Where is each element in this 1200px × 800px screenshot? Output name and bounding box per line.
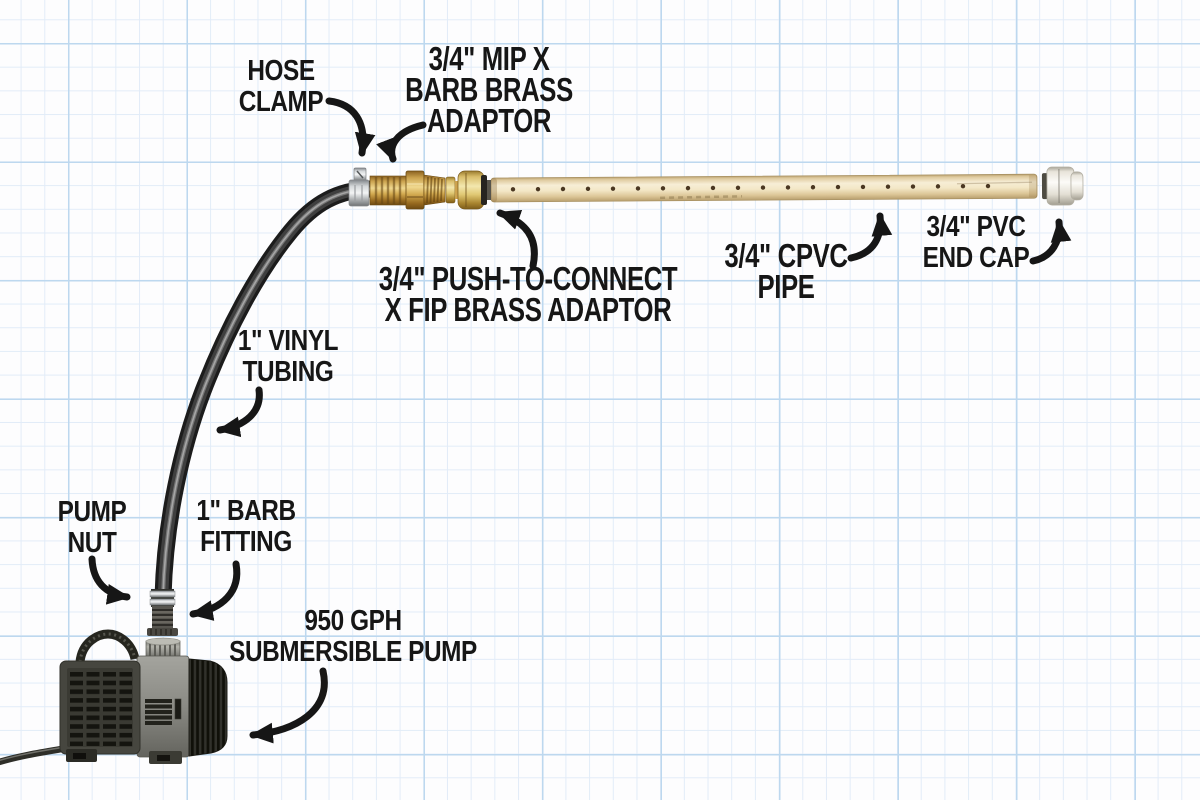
arrow-cpvc-pipe [847, 212, 893, 262]
label-line: END CAP [922, 241, 1030, 274]
arrow-push-to-connect [496, 209, 538, 270]
callout-arrows [88, 97, 1072, 744]
pump-outlet-fitting-graphic [147, 589, 178, 636]
pump-nut-band [149, 590, 176, 598]
label-line: 3/4" PVC [926, 211, 1026, 243]
hex-collar [405, 170, 425, 210]
label-line: 3/4" CPVC [724, 237, 848, 274]
label-line: PIPE [757, 268, 815, 305]
pump-mid-vents [145, 699, 172, 725]
label-hose-clamp: HOSE CLAMP [239, 56, 324, 117]
pipe-left-bevel [490, 177, 498, 202]
mip-barb-adaptor-graphic [369, 170, 446, 210]
hose-clamp-graphic [348, 167, 370, 207]
label-submersible-pump: 950 GPH SUBMERSIBLE PUMP [229, 606, 477, 667]
label-line: PUMP [57, 496, 127, 528]
pump-graphic [0, 629, 228, 766]
label-mip-barb-brass-adaptor: 3/4" MIP X BARB BRASS ADAPTOR [405, 40, 573, 139]
barb-fitting-flange [147, 628, 178, 636]
arrow-mip-barb-adaptor [376, 121, 427, 163]
power-cord-graphic [0, 745, 63, 766]
label-cpvc-pipe: 3/4" CPVC PIPE [724, 237, 848, 305]
arrow-hose-clamp [325, 97, 376, 157]
arrow-submersible-pump [249, 667, 328, 744]
push-to-connect-adaptor-graphic [445, 170, 491, 210]
label-line: SUBMERSIBLE PUMP [229, 635, 477, 668]
ptc-collet-ring [481, 175, 487, 205]
label-line: 3/4" MIP X [428, 40, 550, 77]
label-barb-fitting: 1" BARB FITTING [196, 495, 296, 558]
arrow-barb-fitting [189, 560, 241, 621]
ptc-neck [455, 181, 459, 199]
pipe-print-marking [660, 194, 743, 200]
vinyl-tubing-graphic [154, 180, 372, 598]
label-line: CLAMP [238, 85, 324, 118]
end-cap-collet-ring [1041, 173, 1049, 200]
label-line: TUBING [242, 355, 334, 388]
label-line: NUT [67, 526, 117, 559]
pump-handle-graphic [75, 629, 140, 663]
label-line: X FIP BRASS ADAPTOR [384, 291, 672, 328]
pvc-end-cap-graphic [1041, 166, 1084, 206]
label-line: HOSE [247, 55, 315, 87]
arrow-pvc-end-cap [1029, 218, 1072, 265]
pipe-seam-line [956, 181, 1032, 185]
pump-nut-band [149, 598, 176, 606]
label-line: 1" VINYL [237, 325, 339, 357]
pump-feet [66, 749, 182, 764]
sprinkler-holes [510, 183, 991, 192]
label-line: 1" BARB [196, 495, 296, 527]
label-vinyl-tubing: 1" VINYL TUBING [237, 325, 339, 388]
end-cap-tip [1070, 171, 1084, 201]
label-pvc-end-cap: 3/4" PVC END CAP [923, 212, 1030, 273]
arrow-pump-nut [88, 555, 131, 605]
label-line: BARB BRASS [405, 71, 573, 108]
ptc-collet-tip [487, 180, 491, 200]
label-push-to-connect-adaptor: 3/4" PUSH-TO-CONNECT X FIP BRASS ADAPTOR [378, 260, 678, 328]
arrow-vinyl-tubing [216, 386, 263, 438]
label-line: FITTING [200, 525, 292, 558]
clamp-band [348, 179, 370, 207]
label-line: 950 GPH [304, 605, 402, 637]
ptc-flange [445, 176, 456, 204]
label-line: ADAPTOR [426, 102, 552, 139]
ptc-body [457, 170, 485, 210]
label-line: 3/4" PUSH-TO-CONNECT [378, 260, 678, 297]
pipe-right-shadow [1028, 175, 1038, 198]
label-pump-nut: PUMP NUT [58, 497, 127, 558]
end-cap-body [1046, 166, 1075, 206]
cpvc-pipe-graphic [490, 166, 1084, 206]
